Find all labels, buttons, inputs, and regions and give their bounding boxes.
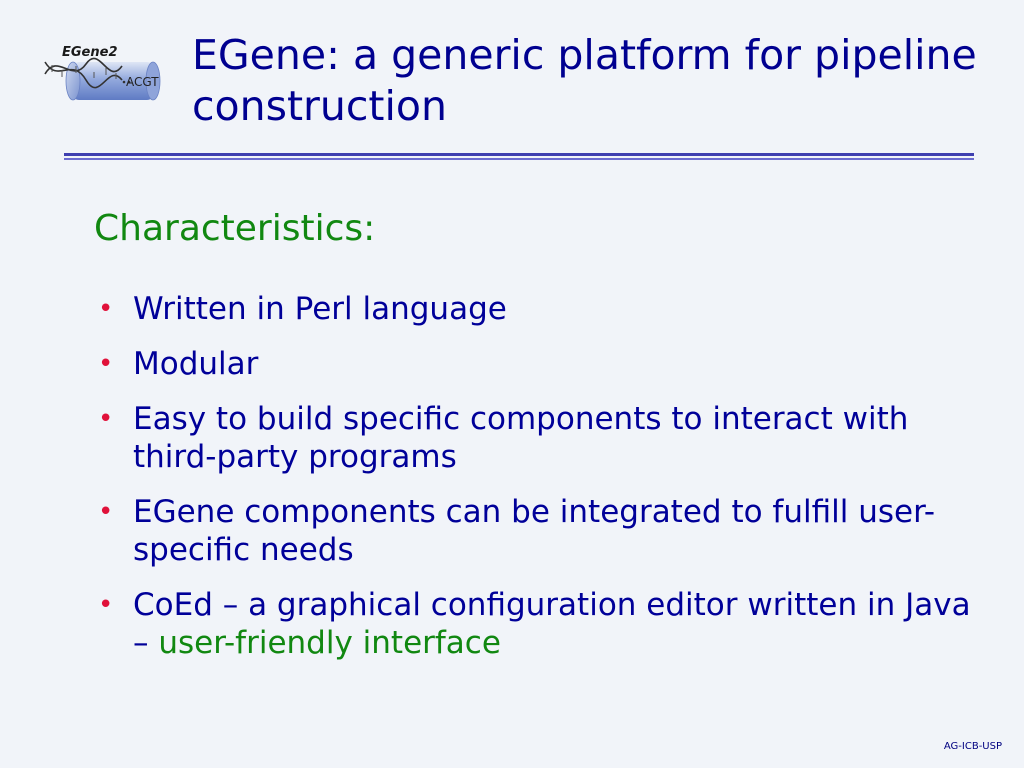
bullet-item: • Modular — [94, 345, 974, 383]
bullet-marker: • — [98, 294, 114, 324]
bullet-item: • EGene components can be integrated to … — [94, 493, 974, 569]
bullet-item: • Easy to build specific components to i… — [94, 400, 974, 476]
bullet-item: • CoEd – a graphical configuration edito… — [94, 586, 974, 662]
bullet-marker: • — [98, 349, 114, 379]
section-heading: Characteristics: — [94, 208, 376, 249]
logo-title: EGene2 — [62, 45, 118, 60]
bullet-accent-text: user-friendly interface — [158, 625, 501, 661]
bullet-text: Easy to build specific components to int… — [133, 401, 909, 475]
dna-tube-icon — [44, 57, 161, 101]
egene-logo: EGene2 ACGT — [40, 40, 180, 115]
bullet-text: Written in Perl language — [133, 291, 507, 327]
bullet-marker: • — [98, 590, 114, 620]
bullet-item: • Written in Perl language — [94, 290, 974, 328]
bullet-marker: • — [98, 497, 114, 527]
bullet-text: Modular — [133, 346, 259, 382]
bullet-text: CoEd – a graphical configuration editor … — [133, 587, 971, 661]
slide-title: EGene: a generic platform for pipeline c… — [192, 31, 977, 130]
divider-line-top — [64, 153, 974, 156]
bullet-marker: • — [98, 404, 114, 434]
logo-sequence: ACGT — [126, 75, 159, 89]
divider-line-bottom — [64, 158, 974, 160]
footer-label: AG-ICB-USP — [943, 741, 1002, 752]
bullet-text: EGene components can be integrated to fu… — [133, 494, 936, 568]
bullet-list: • Written in Perl language • Modular • E… — [94, 290, 974, 679]
title-divider — [64, 153, 974, 160]
